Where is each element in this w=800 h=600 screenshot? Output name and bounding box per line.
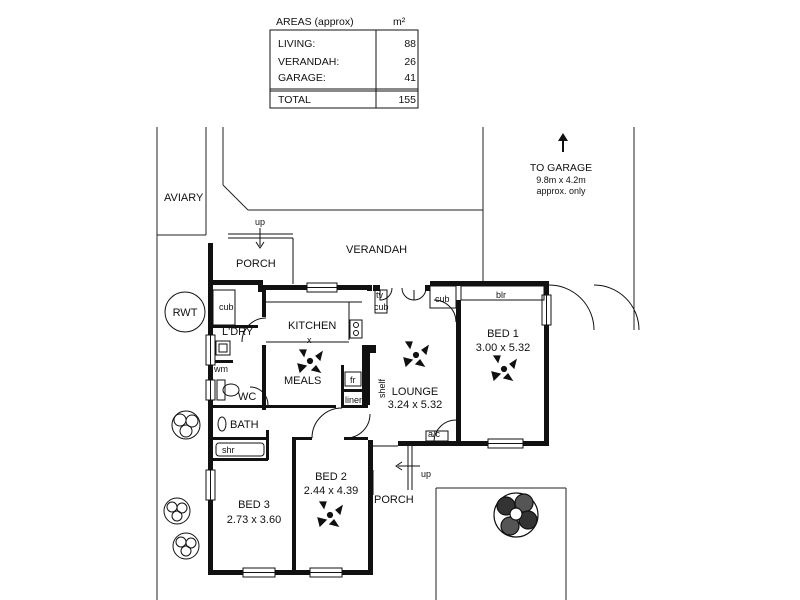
garage-note-size: 9.8m x 4.2m: [536, 175, 586, 185]
tv-label: tv: [376, 290, 384, 300]
laundry-label: L'DRY: [222, 326, 254, 338]
garage-note-title: TO GARAGE: [530, 162, 592, 174]
meals-label: MEALS: [284, 375, 321, 387]
tree-icon: [172, 532, 200, 560]
lounge-dimensions: 3.24 x 5.32: [388, 399, 442, 411]
bath-label: BATH: [230, 419, 259, 431]
bed1-dimensions: 3.00 x 5.32: [476, 342, 530, 354]
bed1-label: BED 1: [487, 328, 519, 340]
site-lines: [156, 127, 635, 600]
toilet-icon: [216, 379, 240, 401]
laundry-trough: [215, 340, 231, 356]
built-in-robe-label: blr: [496, 290, 506, 300]
lounge-label: LOUNGE: [392, 386, 438, 398]
porch-side: PORCH up: [373, 445, 431, 506]
area-row-label: VERANDAH:: [278, 56, 339, 68]
areas-unit: m²: [393, 16, 406, 28]
area-row-label: GARAGE:: [278, 72, 326, 84]
tv-cupboard: [374, 289, 388, 314]
porch-side-label: PORCH: [374, 494, 414, 506]
areas-table: AREAS (approx) m² LIVING: 88 VERANDAH: 2…: [269, 16, 419, 109]
air-conditioner-label: a/c: [428, 429, 441, 439]
shelf-label: shelf: [377, 378, 387, 398]
fridge-space: [344, 371, 362, 387]
area-row-value: 41: [404, 72, 416, 84]
shower-label: shr: [222, 445, 235, 455]
bed2-label: BED 2: [315, 471, 347, 483]
tv-cupboard-label: cub: [374, 302, 389, 312]
porch-top-label: PORCH: [236, 258, 276, 270]
wm-label: wm: [213, 364, 228, 374]
porch-top: PORCH up: [228, 217, 294, 284]
kitchen-label: KITCHEN: [288, 320, 336, 332]
aviary-label: AVIARY: [164, 192, 204, 204]
lounge-cupboard-label: cub: [435, 294, 450, 304]
windows: [205, 282, 552, 578]
area-row-label: LIVING:: [278, 38, 315, 50]
kitchen-x-mark: x: [307, 335, 312, 345]
area-total-value: 155: [398, 94, 416, 106]
wc-label: WC: [238, 391, 256, 403]
down-arrow-icon: [255, 241, 265, 249]
laundry-cupboard: [212, 289, 236, 326]
interior-walls: [213, 285, 380, 575]
areas-table-box: [269, 29, 419, 109]
tree-icon: [163, 497, 191, 525]
linen-label: linen: [345, 395, 364, 405]
bath-basin: [215, 416, 265, 457]
area-total-label: TOTAL: [278, 94, 311, 106]
rainwater-tank: [164, 291, 206, 333]
verandah-label: VERANDAH: [346, 244, 407, 256]
bed3-dimensions: 2.73 x 3.60: [227, 514, 281, 526]
ceiling-fan-icon: [317, 501, 343, 528]
ceiling-fan-icon: [491, 355, 517, 382]
bed2-dimensions: 2.44 x 4.39: [304, 485, 358, 497]
garage-note: TO GARAGE 9.8m x 4.2m approx. only: [530, 133, 592, 196]
ceiling-fan-icon: [403, 341, 429, 368]
rwt-label: RWT: [173, 307, 198, 319]
up-arrow-icon: [558, 133, 568, 152]
laundry-cupboard-label: cub: [219, 302, 234, 312]
left-arrow-icon: [395, 461, 403, 471]
tree-icon: [493, 492, 539, 538]
area-row-value: 26: [404, 56, 416, 68]
lounge-cupboard: [429, 285, 457, 309]
bed3-label: BED 3: [238, 499, 270, 511]
kitchen-benches: [266, 301, 363, 343]
doors: [241, 284, 640, 495]
areas-header: AREAS (approx): [276, 16, 354, 28]
garage-note-approx: approx. only: [536, 186, 586, 196]
ceiling-fan-icon: [297, 349, 323, 374]
air-conditioner: [425, 430, 449, 442]
tree-icon: [171, 410, 201, 440]
built-in-robe: [460, 285, 545, 301]
area-row-value: 88: [404, 38, 416, 50]
fridge-label: fr: [350, 375, 356, 385]
up-side-label: up: [421, 469, 431, 479]
up-top-label: up: [255, 217, 265, 227]
